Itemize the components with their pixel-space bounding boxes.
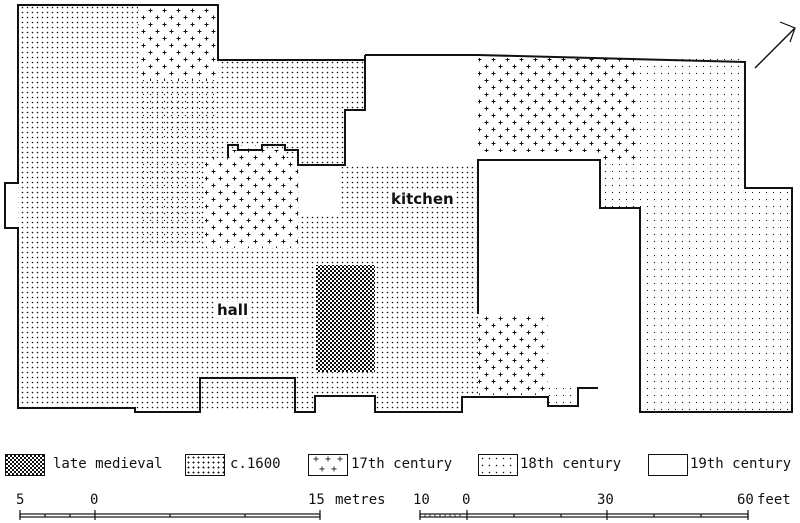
outer-wall-east xyxy=(477,54,793,413)
c19-swatch-icon xyxy=(648,454,688,476)
imperial-scale-bar xyxy=(419,510,749,520)
imperial-unit-label: feet xyxy=(757,492,791,508)
imperial-tick-label: 30 xyxy=(597,492,614,508)
legend-label: 19th century xyxy=(690,456,792,472)
legend-label: 17th century xyxy=(351,456,453,472)
late-medieval-area xyxy=(316,265,375,372)
metric-scale-bar xyxy=(19,510,321,520)
scale-bars xyxy=(19,510,749,520)
legend: late medieval c.1600 + + ++ + 17th centu… xyxy=(0,448,800,482)
imperial-tick-label: 0 xyxy=(462,492,471,508)
c18-swatch-icon xyxy=(478,454,518,476)
c1600-swatch-icon xyxy=(185,454,225,476)
north-arrow-icon xyxy=(754,21,796,69)
c19-area-porch xyxy=(5,185,18,225)
late-medieval-swatch-icon xyxy=(5,454,45,476)
legend-label: 18th century xyxy=(520,456,622,472)
metric-tick-label: 15 xyxy=(308,492,325,508)
imperial-tick-label: 10 xyxy=(413,492,430,508)
metric-tick-label: 0 xyxy=(90,492,99,508)
c17-swatch-icon: + + ++ + xyxy=(308,454,348,476)
c17-area-central xyxy=(205,145,298,248)
room-label-hall: hall xyxy=(216,301,250,319)
c17-area-south xyxy=(478,314,548,395)
c18-area-west-chamber xyxy=(140,158,205,248)
room-label-kitchen: kitchen xyxy=(390,190,455,208)
c17-area-north xyxy=(138,5,218,80)
metric-tick-label: 5 xyxy=(16,492,25,508)
c18-stub-south xyxy=(548,388,578,406)
legend-label: c.1600 xyxy=(230,456,281,472)
metric-unit-label: metres xyxy=(335,492,386,508)
c19-area-court xyxy=(300,165,340,215)
legend-label: late medieval xyxy=(53,456,163,472)
outer-wall-north xyxy=(135,4,366,166)
outer-wall-west xyxy=(4,4,598,413)
imperial-tick-label: 60 xyxy=(737,492,754,508)
c18-area-north xyxy=(140,80,218,158)
c18-east-range xyxy=(602,58,790,412)
c17-range-north xyxy=(478,58,636,160)
